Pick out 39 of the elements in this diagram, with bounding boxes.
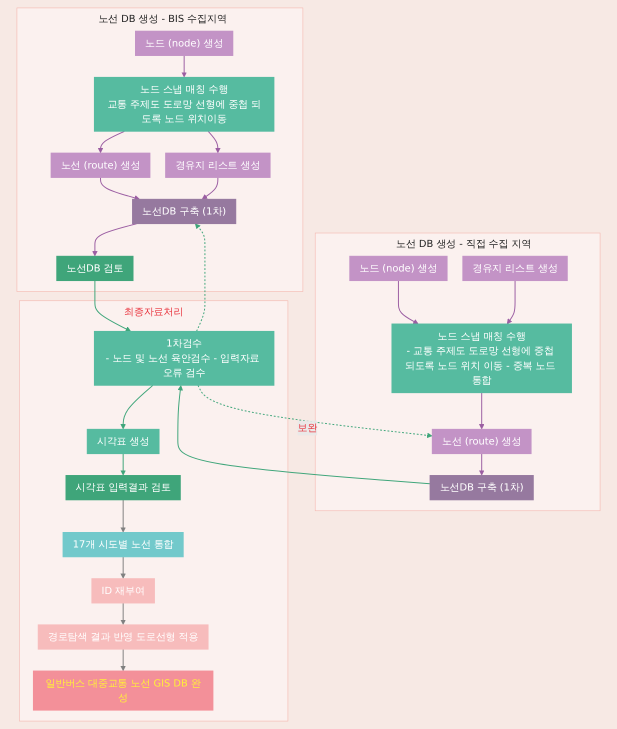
node-box: 경로탐색 결과 반영 도로선형 적용 [38, 624, 209, 650]
node-box: 노드 (node) 생성 [349, 256, 448, 282]
arrow [181, 55, 187, 78]
arrow [100, 177, 140, 200]
arrow [92, 223, 138, 256]
arrow [120, 556, 126, 579]
node-box: 경유지 리스트 생성 [165, 152, 271, 178]
node-box: 노선 (route) 생성 [432, 428, 532, 454]
arrow [194, 224, 206, 332]
node-box: 일반버스 대중교통 노선 GIS DB 완성 [32, 670, 214, 711]
node-box: 노드 (node) 생성 [135, 30, 234, 56]
arrow [120, 648, 126, 672]
node-box: 노선DB 구축 (1차) [430, 475, 534, 500]
node-box: 시각표 생성 [86, 428, 160, 454]
arrow [120, 453, 126, 476]
edge-label: 보완 [297, 422, 318, 434]
arrow [98, 130, 125, 154]
node-box: 노드 스냅 매칭 수행 교통 주제도 도로망 선형에 중첩 되도록 노드 위치이동 [94, 76, 274, 132]
node-box: 17개 시도별 노선 통합 [62, 532, 184, 558]
node-box: 노선DB 검토 [56, 256, 134, 282]
arrow [120, 500, 126, 533]
arrow [198, 384, 432, 438]
node-box: 경유지 리스트 생성 [462, 256, 568, 282]
arrow [120, 602, 126, 625]
node-box: ID 재부여 [91, 578, 155, 604]
node-box: 1차검수 - 노드 및 노선 육안검수 - 입력자료 오류 검수 [94, 330, 274, 386]
arrow [479, 392, 484, 430]
arrow [398, 280, 418, 324]
arrow [177, 385, 430, 484]
arrow [94, 280, 131, 332]
arrow [202, 177, 218, 200]
node-box: 노드 스냅 매칭 수행 - 교통 주제도 도로망 선형에 중첩 되도록 노드 위치 이동 - 중복 노드 통합 [391, 324, 572, 394]
arrow [506, 280, 516, 324]
node-box: 노선DB 구축 (1차) [132, 198, 236, 224]
arrow [479, 453, 484, 476]
node-box: 노선 (route) 생성 [50, 152, 150, 178]
arrow [120, 384, 154, 430]
arrow [208, 130, 221, 154]
node-box: 시각표 입력결과 검토 [66, 475, 181, 500]
